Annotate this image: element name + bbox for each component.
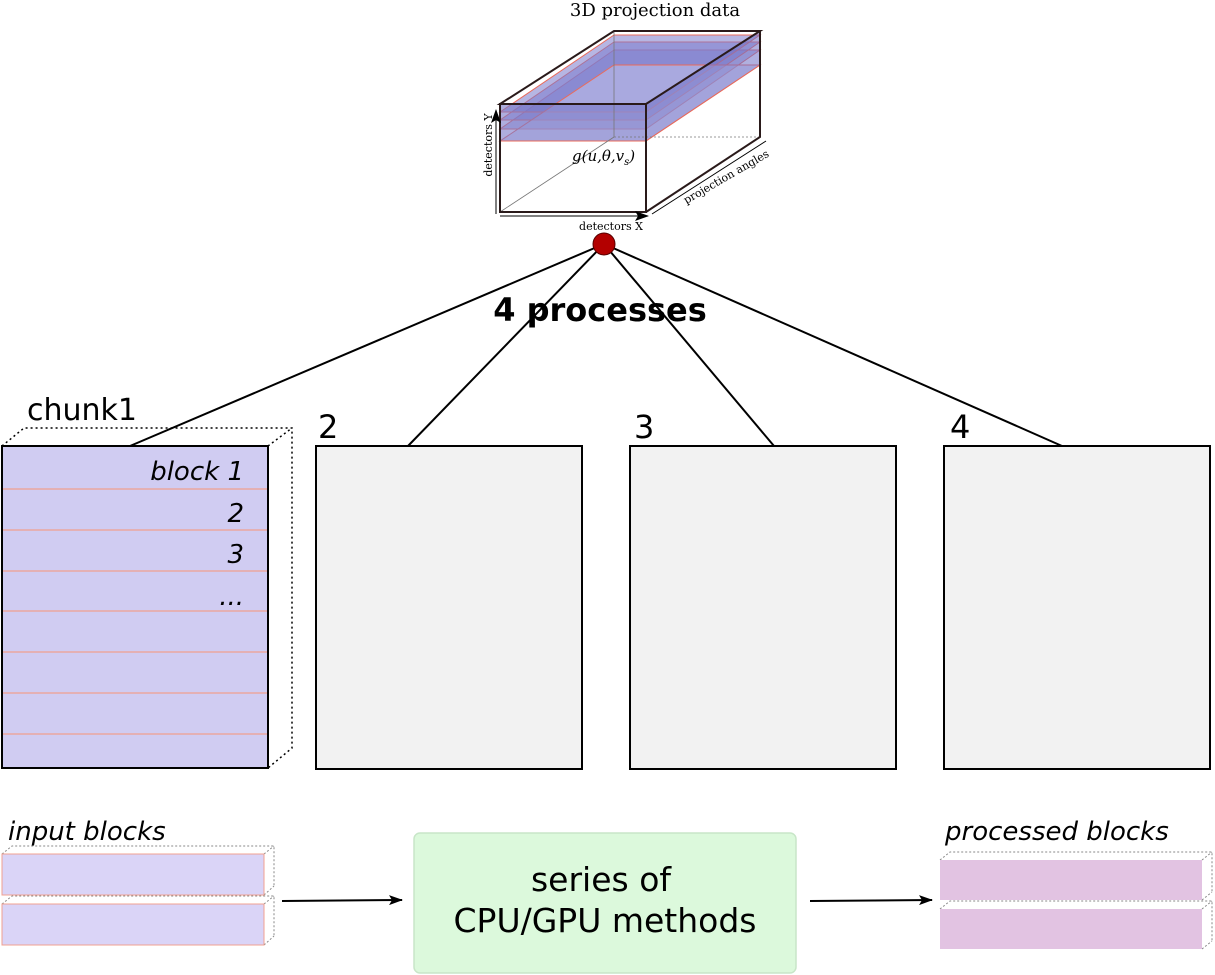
chunk-label: 4 bbox=[950, 408, 970, 446]
volume-slices bbox=[498, 30, 762, 142]
function-label: g(u,θ,vs) bbox=[572, 147, 635, 168]
axis-x-label: detectors X bbox=[579, 220, 643, 233]
processed-block bbox=[939, 851, 1213, 901]
chunk-3: 3 bbox=[629, 408, 897, 770]
block-label: ... bbox=[219, 582, 244, 612]
processed-blocks-label: processed blocks bbox=[944, 817, 1169, 847]
input-block bbox=[1, 895, 275, 946]
process-links bbox=[129, 243, 1063, 447]
chunk-4: 4 bbox=[943, 408, 1211, 770]
arrow-to-output bbox=[809, 895, 933, 906]
chunk-1: chunk1 block 1 2 3 ... bbox=[1, 393, 293, 769]
chunk-label: 2 bbox=[318, 408, 338, 446]
input-block bbox=[1, 845, 275, 896]
axis-depth-label: projection angles bbox=[681, 147, 771, 207]
chunk-label: 3 bbox=[634, 408, 654, 446]
distribution-node bbox=[592, 232, 616, 256]
axis-y-label: detectors Y bbox=[482, 113, 495, 177]
projection-volume: 3D projection data detectors Y detectors… bbox=[482, 0, 772, 233]
block-label: 3 bbox=[227, 540, 244, 570]
chunk-label: chunk1 bbox=[27, 393, 137, 428]
chunk-2: 2 bbox=[315, 408, 583, 770]
block-label: block 1 bbox=[150, 457, 244, 487]
block-label: 2 bbox=[227, 499, 244, 529]
methods-line-1: series of bbox=[531, 860, 672, 899]
methods-box: series of CPU/GPU methods bbox=[413, 832, 797, 974]
methods-line-2: CPU/GPU methods bbox=[454, 901, 757, 940]
input-blocks-label: input blocks bbox=[8, 817, 166, 847]
arrow-to-methods bbox=[281, 895, 403, 906]
processes-label: 4 processes bbox=[493, 291, 707, 329]
chunk-1-block-dividers bbox=[3, 488, 267, 735]
processed-block bbox=[939, 900, 1213, 950]
volume-title: 3D projection data bbox=[570, 0, 741, 21]
